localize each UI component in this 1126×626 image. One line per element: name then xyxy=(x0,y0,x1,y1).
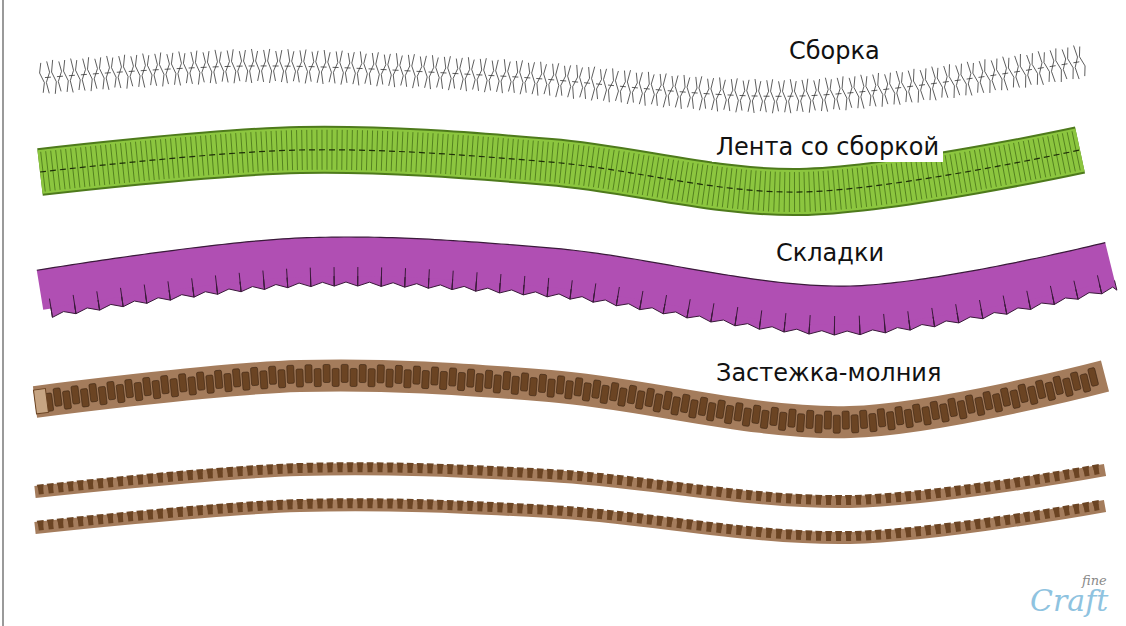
edge-rule xyxy=(2,0,4,626)
pleat-top-edge xyxy=(37,237,1105,286)
zipper-half-lower-teeth xyxy=(37,498,1100,541)
pleated-band xyxy=(40,257,1110,306)
zipper-half-upper-teeth xyxy=(37,462,1100,505)
zipper-stop xyxy=(33,389,48,414)
brush-label: Лента со сборкой xyxy=(712,134,943,162)
brush-label: Сборка xyxy=(785,38,884,66)
pleat-ruffles xyxy=(49,267,1116,335)
zipper-half-upper xyxy=(35,469,1105,502)
gathering-band xyxy=(40,60,1090,96)
brush-label: Застежка-молния xyxy=(712,360,945,388)
zipper-half-lower xyxy=(35,505,1105,538)
gathering-strokes xyxy=(40,46,1085,114)
watermark: Craft xyxy=(1030,584,1108,619)
ribbon-folds xyxy=(40,130,1080,212)
brush-label: Складки xyxy=(772,240,888,268)
